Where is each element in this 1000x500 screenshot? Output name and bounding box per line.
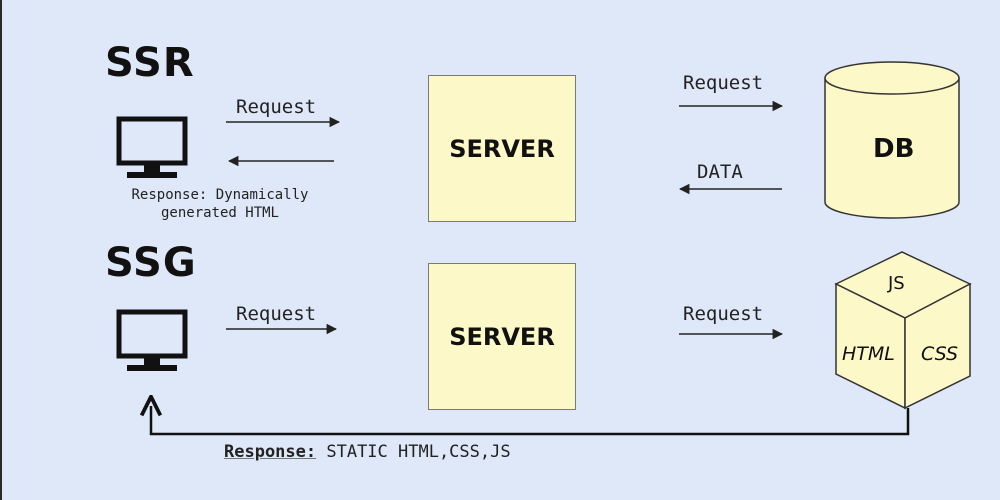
ssr-db-request-label: Request: [683, 72, 764, 94]
ssr-response-note-line2: generated HTML: [160, 205, 279, 221]
ssg-response-return-arrow: [151, 406, 910, 436]
ssr-request-label: Request: [236, 96, 317, 118]
ssg-monitor-icon: [116, 309, 188, 371]
ssr-monitor-icon: [116, 116, 188, 178]
ssg-response-value: STATIC HTML,CSS,JS: [316, 442, 511, 462]
db-label: DB: [873, 134, 915, 164]
ssg-response-prefix: Response:: [224, 442, 317, 462]
cube-js-label: JS: [888, 273, 905, 294]
static-files-cube-icon: [834, 251, 972, 410]
ssg-server-label: SERVER: [449, 322, 555, 351]
ssg-response-label: Response: STATIC HTML,CSS,JS: [224, 442, 511, 462]
ssr-title: SSR: [105, 40, 195, 86]
ssr-response-note: Response: Dynamically generated HTML: [116, 186, 324, 222]
ssr-server-box: SERVER: [428, 75, 576, 222]
ssr-server-label: SERVER: [449, 134, 555, 163]
left-border-line: [0, 0, 2, 500]
ssg-server-box: SERVER: [428, 263, 576, 410]
ssr-response-note-line1: Response: Dynamically: [131, 187, 309, 203]
ssg-files-request-label: Request: [683, 303, 764, 325]
database-cylinder-icon: [824, 61, 960, 219]
cube-css-label: CSS: [921, 343, 959, 365]
ssr-db-data-label: DATA: [697, 161, 743, 183]
cube-html-label: HTML: [842, 343, 895, 365]
ssg-title: SSG: [105, 240, 197, 286]
ssg-request-label: Request: [236, 303, 317, 325]
